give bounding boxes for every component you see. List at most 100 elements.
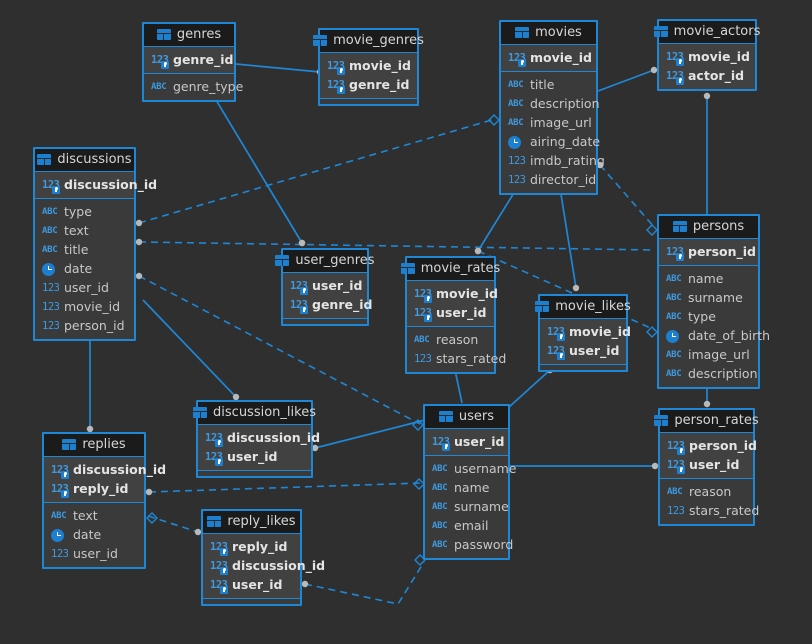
table-header[interactable]: reply_likes bbox=[203, 511, 300, 534]
table-header[interactable]: replies bbox=[44, 434, 144, 457]
table-header[interactable]: movie_rates bbox=[400, 258, 500, 281]
table-header[interactable]: persons bbox=[659, 216, 758, 239]
column-name: movie_id bbox=[349, 58, 412, 73]
column-row[interactable]: airing_date bbox=[501, 132, 600, 151]
table-header[interactable]: user_genres bbox=[275, 250, 375, 273]
relation-line[interactable] bbox=[212, 94, 303, 244]
relation-line[interactable] bbox=[314, 419, 426, 449]
relation-line[interactable] bbox=[454, 369, 463, 404]
relation-line[interactable] bbox=[597, 69, 655, 92]
table-header[interactable]: discussion_likes bbox=[193, 402, 316, 425]
relation-line[interactable] bbox=[507, 369, 551, 409]
table-header[interactable]: movie_actors bbox=[653, 21, 760, 44]
table-header[interactable]: movie_genres bbox=[313, 30, 424, 53]
relation-line[interactable] bbox=[599, 164, 656, 229]
relation-line[interactable] bbox=[559, 187, 577, 289]
table-header[interactable]: users bbox=[425, 406, 508, 429]
table-header[interactable]: discussions bbox=[35, 149, 134, 172]
relation-line[interactable] bbox=[148, 482, 423, 493]
table-header[interactable]: movie_likes bbox=[535, 296, 631, 319]
relation-line[interactable] bbox=[142, 299, 237, 398]
column-row[interactable]: date bbox=[35, 259, 134, 278]
relation-line[interactable] bbox=[138, 118, 496, 224]
column-row[interactable]: date_of_birth bbox=[659, 326, 770, 345]
relation-line[interactable] bbox=[235, 63, 321, 73]
table-header[interactable]: person_rates bbox=[654, 410, 759, 433]
table-header[interactable]: movies bbox=[501, 22, 596, 45]
relation-line[interactable] bbox=[147, 515, 199, 533]
table-header[interactable]: genres bbox=[144, 24, 234, 47]
column-row[interactable]: date bbox=[44, 525, 144, 544]
relation-line[interactable] bbox=[138, 241, 655, 251]
relation-line[interactable] bbox=[477, 187, 518, 252]
